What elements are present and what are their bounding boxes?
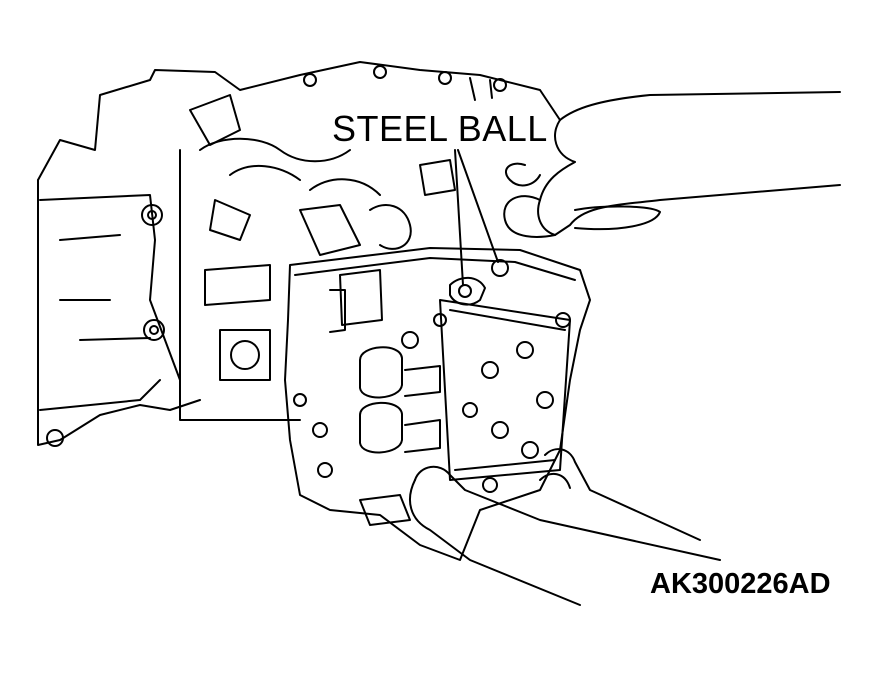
valve-body [284, 247, 591, 561]
steel-ball-callout-label: STEEL BALL [332, 108, 548, 149]
figure-id-label: AK300226AD [650, 568, 831, 600]
leader-line-left [454, 149, 464, 286]
hands [409, 91, 841, 606]
steel-ball-leader-lines [454, 149, 499, 286]
leader-line-right [457, 149, 499, 263]
transmission-case [37, 61, 561, 447]
